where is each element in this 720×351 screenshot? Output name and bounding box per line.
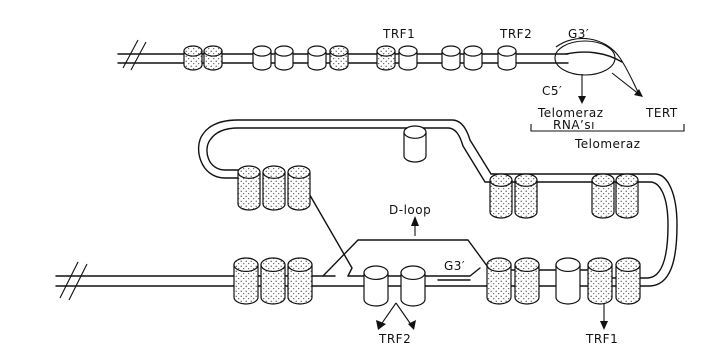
arrowhead (411, 216, 419, 226)
trf2-protein-cylinder (399, 46, 417, 70)
trf1-protein-cylinder (515, 258, 539, 304)
break-mark (69, 264, 87, 300)
label-trf2-bottom: TRF2 (378, 332, 411, 346)
label-trf2-top: TRF2 (499, 27, 532, 41)
trf1-protein-cylinder (234, 258, 258, 304)
trf2-protein-cylinder (556, 258, 580, 304)
label-trf1-top: TRF1 (382, 27, 415, 41)
trf1-protein-cylinder (588, 258, 612, 304)
label-d-loop: D-loop (389, 203, 431, 217)
trf2-protein-cylinder (464, 46, 482, 70)
label-rna-si: RNA’sı (553, 118, 595, 132)
trf2-protein-cylinder (253, 46, 271, 70)
arrowhead (578, 96, 586, 104)
trf1-protein-cylinder (515, 174, 537, 218)
trf2-arrow-left (380, 303, 396, 326)
trf1-protein-cylinder (261, 258, 285, 304)
label-trf1-bottom: TRF1 (585, 332, 618, 346)
label-g3-top: G3′ (568, 27, 589, 41)
arrowhead (376, 320, 386, 330)
trf1-protein-cylinder (184, 46, 202, 70)
trf1-protein-cylinder (330, 46, 348, 70)
arrowhead (600, 321, 608, 330)
label-c5: C5′ (542, 84, 562, 98)
trf2-protein-cylinder (498, 46, 516, 70)
trf2-protein-cylinder (364, 266, 388, 306)
trf1-protein-cylinder (204, 46, 222, 70)
trf2-protein-cylinder (404, 126, 426, 162)
label-g3-bottom: G3′ (444, 259, 465, 273)
label-telomeraz: Telomeraz (574, 137, 641, 151)
trf2-protein-cylinder (308, 46, 326, 70)
arrowhead (634, 89, 643, 97)
trf1-protein-cylinder (592, 174, 614, 218)
trf1-protein-cylinder (616, 258, 640, 304)
arrow-to-tert (612, 73, 640, 95)
break-mark (131, 42, 146, 70)
trf1-protein-cylinder (490, 174, 512, 218)
trf1-protein-cylinder (288, 166, 310, 210)
trf1-protein-cylinder (263, 166, 285, 210)
telomerase-rna-ellipse (555, 41, 615, 75)
trf2-arrow-right (396, 303, 412, 326)
trf1-protein-cylinder (377, 46, 395, 70)
protein-cylinders (184, 46, 640, 306)
trf2-protein-cylinder (442, 46, 460, 70)
trf1-protein-cylinder (288, 258, 312, 304)
trf2-protein-cylinder (275, 46, 293, 70)
trf1-protein-cylinder (487, 258, 511, 304)
trf1-protein-cylinder (238, 166, 260, 210)
trf1-protein-cylinder (616, 174, 638, 218)
trf2-protein-cylinder (401, 266, 425, 306)
label-tert: TERT (645, 106, 678, 120)
break-mark (60, 262, 78, 298)
